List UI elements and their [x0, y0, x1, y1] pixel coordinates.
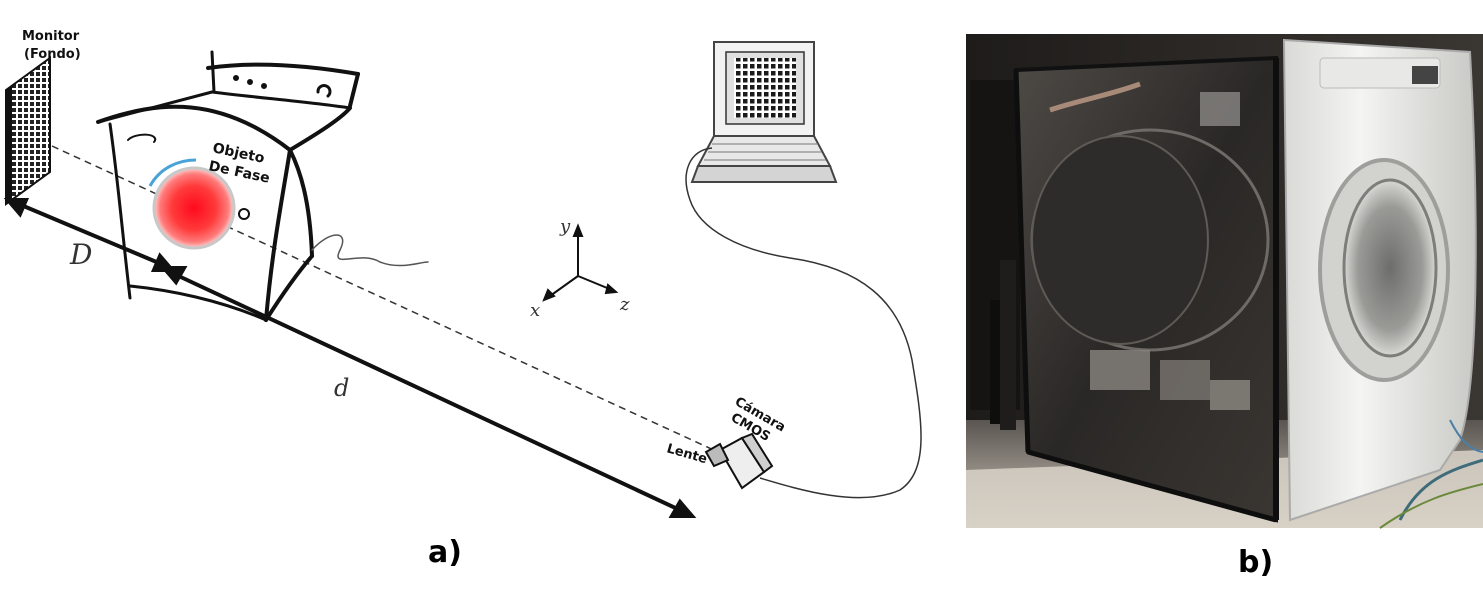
axis-z-label: z	[619, 294, 630, 315]
distance-d-label: d	[334, 374, 349, 402]
monitor-label-line1: Monitor	[22, 29, 80, 44]
panel-a-caption: a)	[428, 535, 462, 570]
optical-axis	[52, 146, 718, 452]
axis-y-label: y	[559, 216, 571, 237]
panel-b-caption: b)	[1238, 545, 1273, 580]
panel-b-photo	[966, 34, 1483, 528]
axis-x-label: x	[530, 300, 540, 321]
laptop-icon	[692, 42, 836, 182]
monitor-icon	[6, 58, 50, 204]
phase-object-icon	[154, 168, 234, 248]
distance-D-label: D	[69, 238, 92, 271]
washing-machine-icon	[98, 52, 428, 320]
panel-a: Monitor (Fondo)	[6, 29, 921, 570]
distance-d-arrow	[164, 268, 692, 516]
monitor-label-line2: (Fondo)	[24, 47, 81, 62]
lens-label: Lente	[665, 441, 709, 467]
axes-icon	[544, 226, 616, 300]
